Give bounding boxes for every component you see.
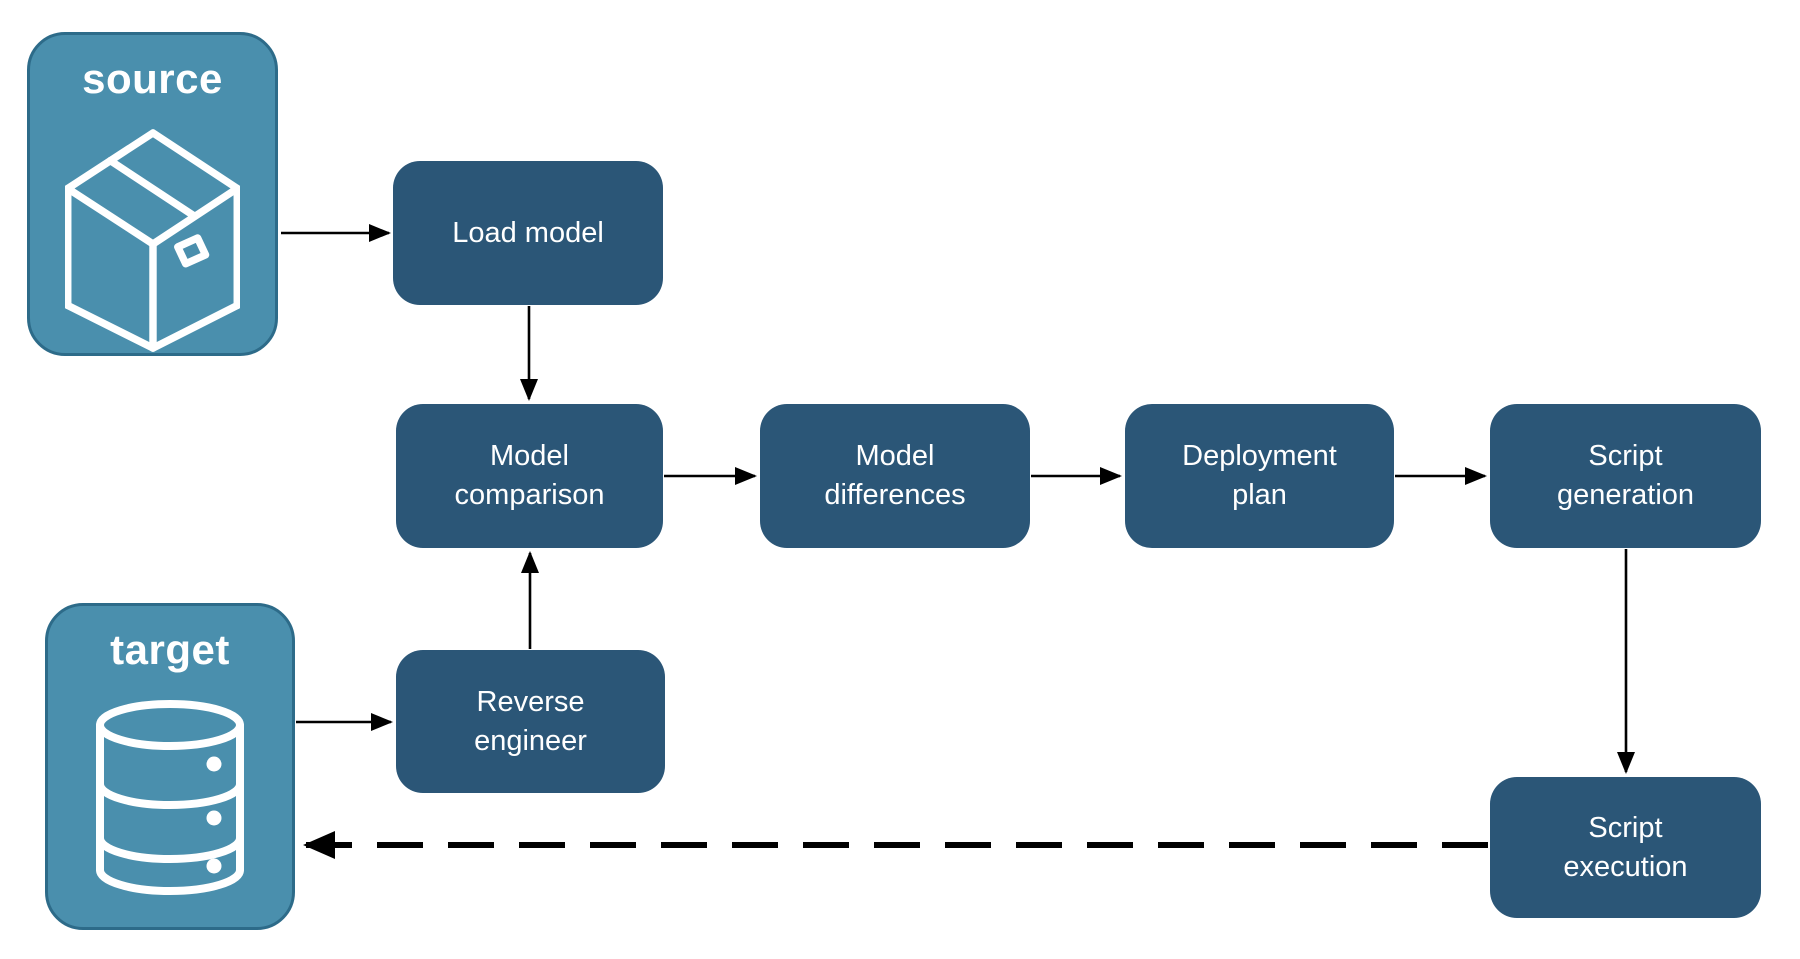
node-model-comparison: Model comparison xyxy=(396,404,663,548)
node-script-execution-label: Script execution xyxy=(1563,811,1688,883)
target-label: target xyxy=(110,626,230,673)
node-load-model: Load model xyxy=(393,161,663,305)
node-load-model-label: Load model xyxy=(452,216,604,249)
node-script-execution: Script execution xyxy=(1490,777,1761,918)
entity-source: source xyxy=(27,32,278,356)
database-icon xyxy=(96,700,244,895)
node-reverse-engineer: Reverse engineer xyxy=(396,650,665,793)
node-model-comparison-label: Model comparison xyxy=(454,440,605,511)
node-model-differences-label: Model differences xyxy=(824,440,966,511)
source-label: source xyxy=(82,55,223,102)
entity-target: target xyxy=(45,603,295,930)
node-deployment-plan-label: Deployment plan xyxy=(1182,440,1337,511)
node-model-differences: Model differences xyxy=(760,404,1030,548)
node-script-generation-label: Script generation xyxy=(1556,440,1695,511)
package-icon xyxy=(65,129,240,352)
node-deployment-plan: Deployment plan xyxy=(1125,404,1394,548)
node-reverse-engineer-label: Reverse engineer xyxy=(474,685,587,757)
node-script-generation: Script generation xyxy=(1490,404,1761,548)
